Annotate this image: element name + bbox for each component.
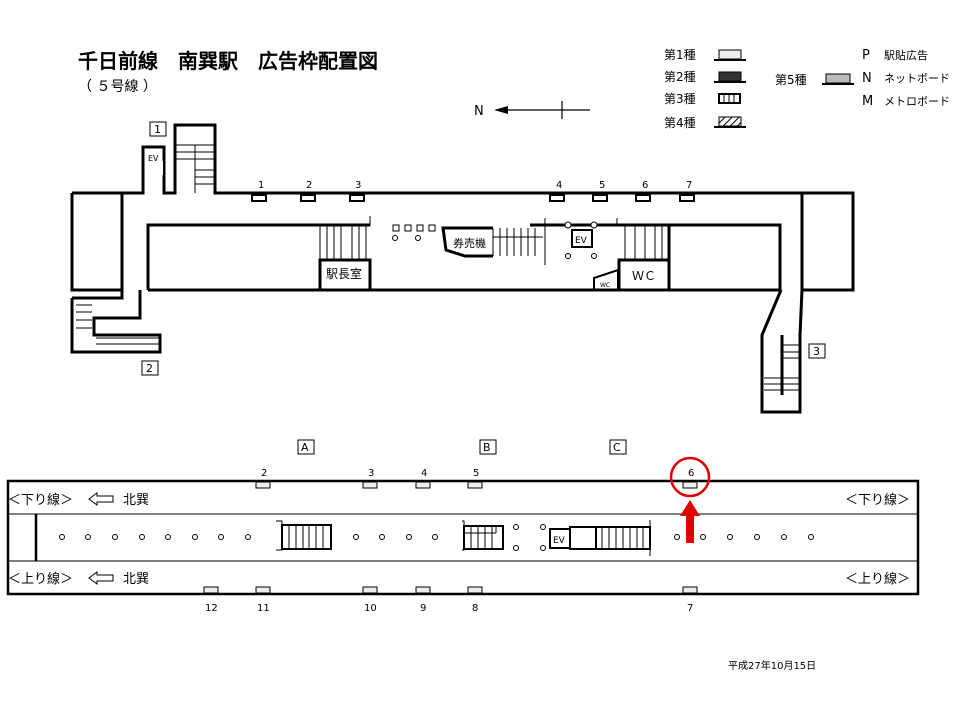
type1-icon (718, 49, 742, 60)
slot-label: 2 (261, 468, 267, 479)
red-arrow-up-icon (680, 500, 700, 543)
concourse-floor: 駅長室 券売機 EV ＷＣ WC 1 EV 2 3 (70, 121, 855, 414)
ev-label: EV (575, 236, 588, 246)
ad-slot[interactable]: 4 (549, 180, 565, 202)
wc-small-room: WC (600, 282, 610, 289)
page-title: 千日前線 南巽駅 広告枠配置図 (78, 49, 378, 73)
exit-2-label: 2 (146, 362, 153, 375)
stair-c-box (609, 439, 627, 455)
slot-label: 12 (205, 603, 218, 614)
wc-room: ＷＣ (632, 269, 656, 283)
slot-label: 7 (686, 180, 692, 191)
code-m-name: メトロボード (884, 95, 950, 108)
ad-slot[interactable]: 4 (415, 468, 431, 489)
code-n-name: ネットボード (884, 72, 950, 85)
code-p-name: 駅貼広告 (884, 48, 928, 62)
stair-c: EV (549, 520, 651, 556)
code-m: M (862, 94, 873, 109)
ad-slot[interactable]: 3 (362, 468, 378, 489)
slot-label: 3 (368, 468, 374, 479)
ad-slot[interactable]: 6 (635, 180, 651, 202)
legend-type4: 第4種 (664, 116, 696, 130)
slot-label: 1 (258, 180, 264, 191)
type3-icon (718, 93, 741, 104)
slot-label: 4 (556, 180, 562, 191)
ad-slot[interactable]: 5 (467, 468, 483, 489)
ad-slot[interactable]: 1 (251, 180, 267, 202)
stair-b-label: B (483, 441, 491, 454)
platform: A B C ＜下り線＞ ＜下り線＞ ＜上り線＞ ＜上り線＞ 北巽 北巽 (6, 439, 920, 596)
type5-icon (825, 73, 851, 84)
slot-label: 5 (473, 468, 479, 479)
ad-slot[interactable]: 10 (362, 586, 378, 614)
down-line-label-left: ＜下り線＞ (8, 492, 73, 508)
legend-type2: 第2種 (664, 70, 696, 84)
slot-label: 8 (472, 603, 478, 614)
ad-slot[interactable]: 2 (255, 468, 271, 489)
slot-label: 9 (420, 603, 426, 614)
ad-slot[interactable]: 3 (349, 180, 365, 202)
highlight-marker (669, 456, 711, 543)
stair-a-label: A (301, 441, 309, 454)
stair-b (462, 520, 504, 551)
direction-label-down: 北巽 (123, 493, 149, 508)
platform-top-ad-slots: 2 3 4 5 6 (255, 468, 698, 489)
type2-icon (718, 71, 742, 82)
concourse-ad-slots: 1 2 3 4 5 6 7 (251, 180, 695, 202)
pillars (59, 524, 814, 551)
exit-ev-label: EV (148, 154, 159, 163)
station-master-room: 駅長室 (326, 266, 362, 281)
up-line-label-right: ＜上り線＞ (845, 571, 910, 587)
date-label: 平成27年10月15日 (728, 659, 816, 672)
exit-3-label: 3 (813, 345, 820, 358)
ad-slot-highlighted[interactable]: 6 (682, 468, 698, 489)
ad-slot[interactable]: 5 (592, 180, 608, 202)
ad-slot[interactable]: 9 (415, 586, 431, 614)
slot-label: 4 (421, 468, 427, 479)
ad-slot[interactable]: 11 (255, 586, 271, 614)
legend-type1: 第1種 (664, 48, 696, 62)
code-p: P (862, 48, 870, 63)
ticket-machine: 券売機 (453, 236, 486, 250)
platform-ev-label: EV (553, 536, 566, 546)
elevator (571, 229, 593, 248)
slot-label: 2 (306, 180, 312, 191)
slot-label: 10 (364, 603, 377, 614)
arrow-left-icon (494, 106, 508, 114)
stair-c-label: C (613, 441, 621, 454)
exit-1-label: 1 (154, 123, 161, 136)
legend-type3: 第3種 (664, 92, 696, 106)
stair-b-box (479, 439, 497, 455)
exit-3-box (808, 343, 826, 359)
direction-arrow-icon (88, 492, 114, 506)
slot-label: 7 (687, 603, 693, 614)
code-n: N (862, 71, 872, 86)
north-arrow: N (474, 101, 590, 119)
slot-label: 5 (599, 180, 605, 191)
direction-label-up: 北巽 (123, 572, 149, 587)
stair-a-box (297, 439, 315, 455)
direction-arrow-icon (88, 571, 114, 585)
legend-type5: 第5種 (775, 73, 807, 87)
ad-slot[interactable]: 2 (300, 180, 316, 202)
exit-2-box (141, 360, 159, 376)
ad-slot[interactable]: 8 (467, 586, 483, 614)
north-label: N (474, 104, 484, 119)
page-subtitle: （ ５号線 ） (78, 79, 157, 95)
slot-label: 3 (355, 180, 361, 191)
up-line-label-left: ＜上り線＞ (8, 571, 73, 587)
down-line-label-right: ＜下り線＞ (845, 492, 910, 508)
legend: 第1種 第2種 第3種 第4種 第5種 P 駅貼広告 N ネットボード M メト… (664, 48, 950, 130)
slot-label: 11 (257, 603, 270, 614)
slot-label: 6 (688, 468, 694, 479)
exit-1-box (149, 121, 167, 137)
stair-a (276, 520, 332, 551)
ad-slot[interactable]: 7 (682, 586, 698, 614)
ad-slot[interactable]: 12 (203, 586, 219, 614)
slot-label: 6 (642, 180, 648, 191)
type4-icon (718, 116, 742, 127)
highlight-circle (669, 456, 711, 498)
ad-slot[interactable]: 7 (679, 180, 695, 202)
platform-bottom-ad-slots: 12 11 10 9 8 7 (203, 586, 698, 614)
